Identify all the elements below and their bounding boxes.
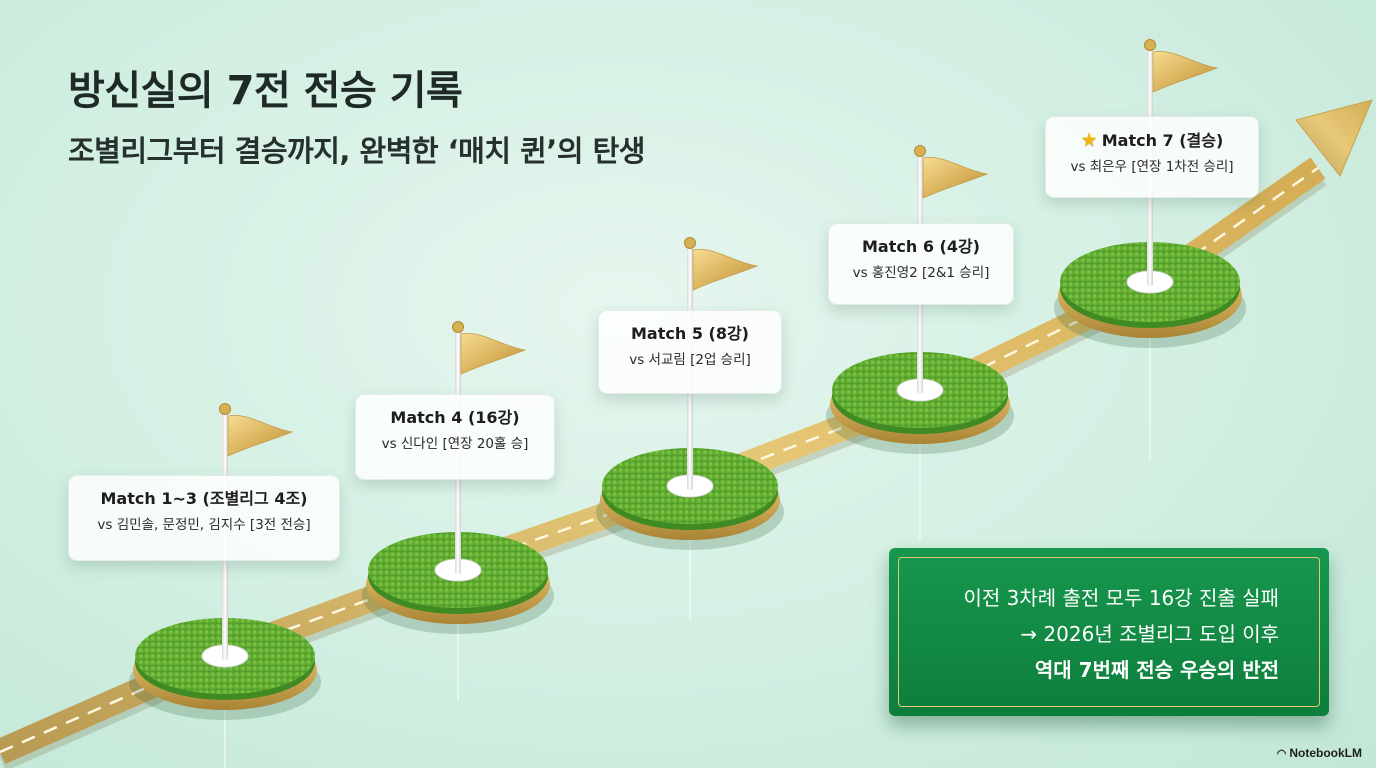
match-title: Match 5 (8강) <box>631 324 749 343</box>
golf-green-2 <box>362 321 554 634</box>
golf-green-3 <box>596 237 784 550</box>
match-detail: vs 서교림 [2업 승리] <box>629 352 751 368</box>
match-card-4: Match 6 (4강) vs 홍진영2 [2&1 승리] <box>828 223 1014 305</box>
page-title: 방신실의 7전 전승 기록 <box>68 68 463 114</box>
page-subtitle: 조별리그부터 결승까지, 완벽한 ‘매치 퀸’의 탄생 <box>68 134 645 168</box>
match-card-1: Match 1~3 (조별리그 4조) vs 김민솔, 문정민, 김지수 [3전… <box>68 475 340 561</box>
brand-watermark: ◠NotebookLM <box>1277 746 1362 760</box>
star-icon: ★ <box>1080 129 1098 151</box>
match-detail: vs 신다인 [연장 20홀 승] <box>381 436 529 452</box>
match-detail: vs 홍진영2 [2&1 승리] <box>852 265 990 281</box>
pole-ball <box>684 237 696 249</box>
arrow-head-icon <box>1295 99 1373 177</box>
golf-flag-icon <box>1152 50 1219 93</box>
summary-line-2: → 2026년 조별리그 도입 이후 <box>1020 622 1279 646</box>
golf-flag-icon <box>227 414 294 457</box>
match-detail: vs 김민솔, 문정민, 김지수 [3전 전승] <box>97 517 311 533</box>
match-title: Match 7 (결승) <box>1101 131 1224 150</box>
golf-flag-icon <box>922 156 989 199</box>
reflection-lines <box>224 335 1151 768</box>
pole-ball <box>914 145 926 157</box>
summary-line-3: 역대 7번째 전승 우승의 반전 <box>1034 658 1279 682</box>
summary-frame <box>898 557 1320 707</box>
golf-green-1 <box>129 403 321 720</box>
pole-ball <box>219 403 231 415</box>
summary-panel: 이전 3차례 출전 모두 16강 진출 실패 → 2026년 조별리그 도입 이… <box>889 548 1329 716</box>
match-title-row: ★Match 7 (결승) <box>1046 129 1258 152</box>
match-card-5: ★Match 7 (결승) vs 최은우 [연장 1차전 승리] <box>1045 116 1259 198</box>
match-title: Match 4 (16강) <box>390 408 520 427</box>
golf-green-5 <box>1054 39 1246 348</box>
match-detail: vs 최은우 [연장 1차전 승리] <box>1070 159 1234 175</box>
match-card-3: Match 5 (8강) vs 서교림 [2업 승리] <box>598 310 782 394</box>
pole-ball <box>1144 39 1156 51</box>
match-title: Match 6 (4강) <box>862 237 980 256</box>
match-card-2: Match 4 (16강) vs 신다인 [연장 20홀 승] <box>355 394 555 480</box>
pole-ball <box>452 321 464 333</box>
golf-green-4 <box>826 145 1014 454</box>
brand-label: NotebookLM <box>1289 746 1362 760</box>
match-title: Match 1~3 (조별리그 4조) <box>100 489 308 508</box>
notebooklm-logo-icon: ◠ <box>1276 748 1287 760</box>
golf-flag-icon <box>460 332 527 375</box>
golf-flag-icon <box>692 248 759 291</box>
summary-line-1: 이전 3차례 출전 모두 16강 진출 실패 <box>963 586 1279 610</box>
